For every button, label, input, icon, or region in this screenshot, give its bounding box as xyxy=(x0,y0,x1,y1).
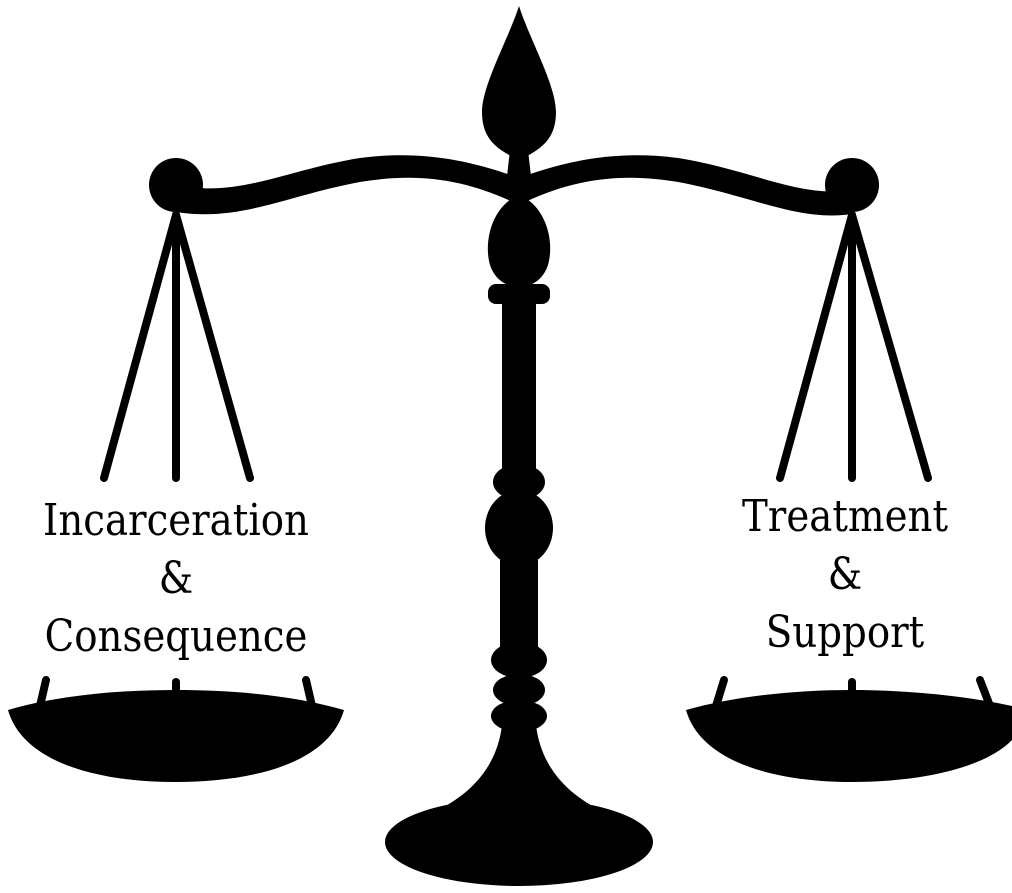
center-collar xyxy=(487,195,551,288)
base-foot xyxy=(385,798,653,886)
column-bead-4 xyxy=(491,700,547,732)
right-label-line-1: Treatment xyxy=(741,491,949,542)
left-label-line-1: Incarceration xyxy=(43,495,309,546)
right-label-line-3: Support xyxy=(765,607,925,658)
column-bulb xyxy=(485,490,553,566)
right-beam-ball xyxy=(825,158,879,212)
finial xyxy=(482,6,556,160)
left-beam-ball xyxy=(149,158,203,212)
left-pan-label: Incarceration & Consequence xyxy=(21,492,331,666)
column-bead-1 xyxy=(493,464,545,500)
right-pan-dish xyxy=(686,690,1012,782)
mid-column xyxy=(500,560,538,650)
left-pan-dish xyxy=(8,690,344,782)
upper-column xyxy=(502,300,536,472)
right-label-line-2: & xyxy=(827,549,863,600)
right-pan-label: Treatment & Support xyxy=(709,488,982,662)
column-bead-2 xyxy=(491,642,547,678)
left-label-line-2: & xyxy=(158,553,194,604)
column-bead-3 xyxy=(493,674,545,706)
base-stem xyxy=(438,725,600,810)
balance-beam xyxy=(176,155,852,216)
left-label-line-3: Consequence xyxy=(44,611,308,662)
collar-ring xyxy=(488,284,550,304)
